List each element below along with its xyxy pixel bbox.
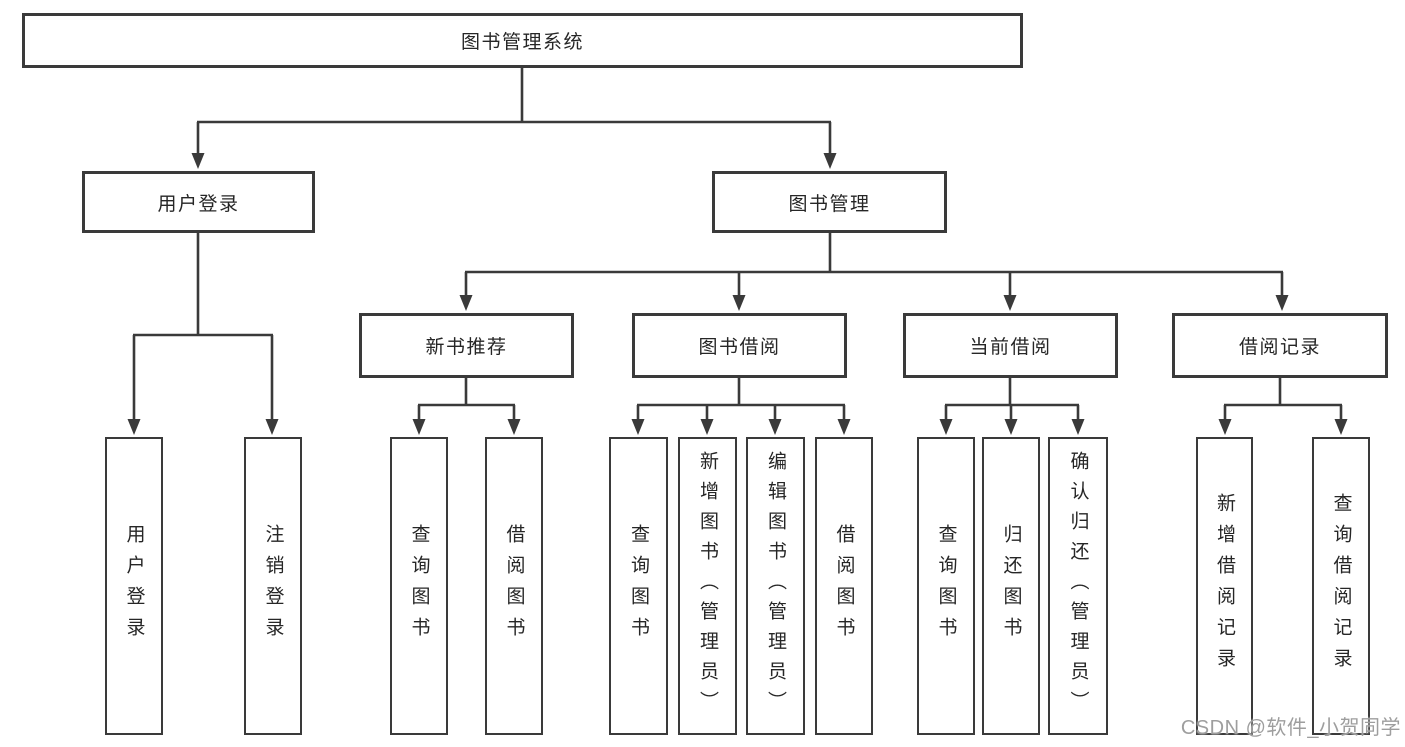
node-leaf-confirm-return-admin-label: 确认归还（管理员） [1067, 451, 1089, 721]
node-root-system-label: 图书管理系统 [460, 32, 584, 53]
connector-recommend-group [412, 378, 521, 435]
node-leaf-borrow-query-books-label: 查询图书 [628, 524, 649, 648]
node-user-login-branch-label: 用户登录 [157, 193, 240, 215]
node-leaf-logout: 注销登录 [244, 437, 302, 735]
node-leaf-add-books-admin: 新增图书（管理员） [678, 437, 737, 735]
node-leaf-confirm-return-admin: 确认归还（管理员） [1048, 437, 1108, 735]
node-current-borrow-label: 当前借阅 [969, 337, 1052, 358]
connector-user-branch [127, 233, 279, 435]
node-leaf-recommend-borrow-books-label: 借阅图书 [503, 524, 525, 648]
node-leaf-query-borrow-record-label: 查询借阅记录 [1330, 493, 1352, 679]
node-book-management-branch-label: 图书管理 [788, 193, 871, 215]
node-leaf-add-borrow-record-label: 新增借阅记录 [1214, 493, 1235, 679]
connector-records-group [1218, 378, 1348, 435]
node-leaf-recommend-borrow-books: 借阅图书 [485, 437, 543, 735]
node-leaf-return-books-label: 归还图书 [1000, 524, 1022, 648]
node-book-borrow-label: 图书借阅 [698, 337, 781, 358]
node-current-borrow: 当前借阅 [903, 313, 1118, 378]
node-leaf-current-query-books: 查询图书 [917, 437, 975, 735]
node-root-system: 图书管理系统 [22, 13, 1023, 68]
csdn-watermark: CSDN @软件_小贺同学 [1180, 717, 1401, 739]
node-book-management-branch: 图书管理 [712, 171, 947, 233]
node-book-borrow: 图书借阅 [632, 313, 847, 378]
connector-root-to-level2 [191, 68, 837, 169]
connector-current-group [939, 378, 1085, 435]
node-leaf-user-login-label: 用户登录 [123, 524, 145, 648]
node-user-login-branch: 用户登录 [82, 171, 315, 233]
connector-book-branch [459, 233, 1289, 311]
node-leaf-edit-books-admin: 编辑图书（管理员） [746, 437, 805, 735]
node-leaf-recommend-query-books: 查询图书 [390, 437, 448, 735]
node-new-book-recommend-label: 新书推荐 [425, 337, 508, 358]
node-leaf-logout-label: 注销登录 [262, 524, 284, 648]
node-leaf-query-borrow-record: 查询借阅记录 [1312, 437, 1370, 735]
node-leaf-current-query-books-label: 查询图书 [935, 524, 957, 648]
node-borrow-records: 借阅记录 [1172, 313, 1388, 378]
node-leaf-recommend-query-books-label: 查询图书 [408, 524, 430, 648]
node-leaf-return-books: 归还图书 [982, 437, 1040, 735]
node-borrow-records-label: 借阅记录 [1238, 337, 1321, 358]
node-leaf-add-borrow-record: 新增借阅记录 [1196, 437, 1253, 735]
node-leaf-edit-books-admin-label: 编辑图书（管理员） [765, 451, 786, 721]
node-leaf-borrow-query-books: 查询图书 [609, 437, 668, 735]
connector-borrow-group [631, 378, 851, 435]
node-leaf-add-books-admin-label: 新增图书（管理员） [697, 451, 718, 721]
node-leaf-borrow-borrow-books-label: 借阅图书 [833, 524, 855, 648]
node-leaf-user-login: 用户登录 [105, 437, 163, 735]
node-leaf-borrow-borrow-books: 借阅图书 [815, 437, 873, 735]
node-new-book-recommend: 新书推荐 [359, 313, 574, 378]
